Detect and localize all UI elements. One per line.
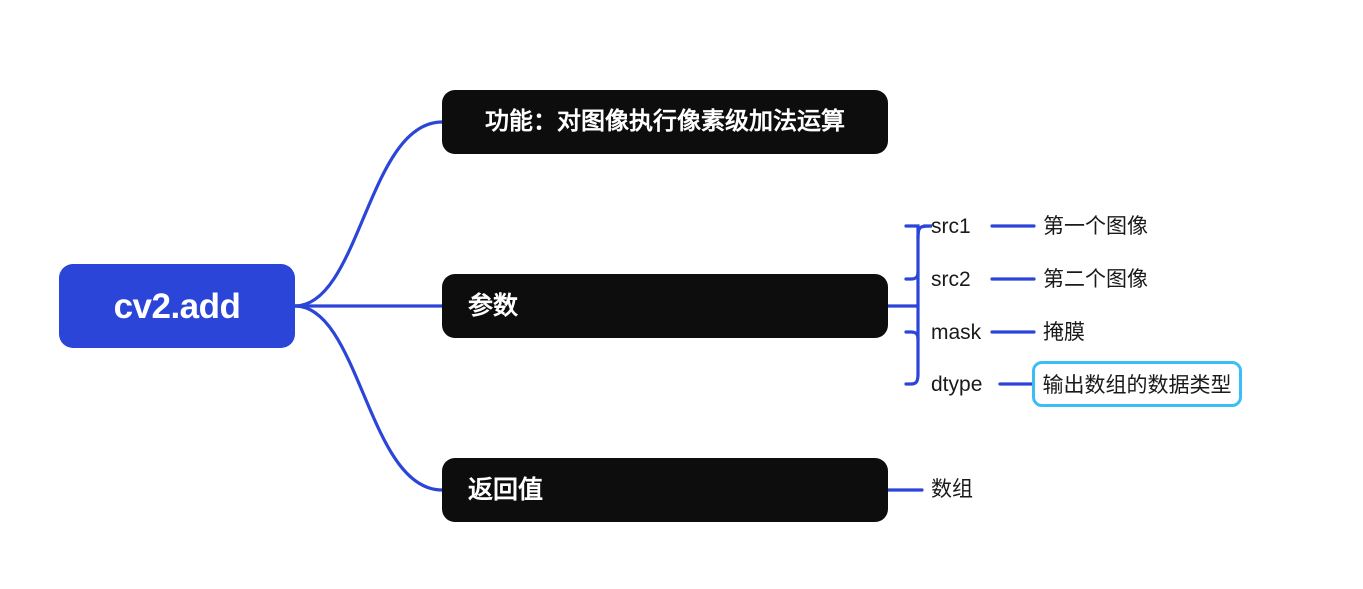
branch-node-feature[interactable]: 功能：对图像执行像素级加法运算	[442, 90, 888, 154]
edge-param-src2	[904, 270, 920, 281]
branch-node-params-label: 参数	[468, 291, 519, 320]
leaf-param-mask[interactable]: mask	[931, 321, 982, 344]
branch-node-params[interactable]: 参数	[442, 274, 888, 338]
root-node-label: cv2.add	[113, 286, 241, 326]
edge-root-feature	[293, 120, 444, 308]
edge-param-src1	[916, 224, 933, 240]
leaf-param-mask-value[interactable]: 掩膜	[1043, 321, 1085, 344]
leaf-param-dtype[interactable]: dtype	[931, 373, 983, 396]
edge-param-mask	[904, 330, 920, 341]
edge-param-dtype	[904, 372, 920, 386]
leaf-param-src2[interactable]: src2	[931, 268, 971, 291]
leaf-param-src1-value[interactable]: 第一个图像	[1043, 215, 1148, 238]
root-node[interactable]: cv2.add	[59, 264, 295, 348]
leaf-param-dtype-value: 输出数组的数据类型	[1042, 374, 1232, 397]
edge-param-src1-b	[904, 224, 920, 240]
leaf-param-dtype-value-selected[interactable]: 输出数组的数据类型	[1032, 361, 1242, 407]
branch-node-feature-label: 功能：对图像执行像素级加法运算	[485, 108, 845, 135]
edge-root-return	[293, 304, 444, 492]
branch-node-return[interactable]: 返回值	[442, 458, 888, 522]
leaf-return-value[interactable]: 数组	[931, 478, 973, 501]
branch-node-return-label: 返回值	[468, 475, 544, 504]
leaf-param-src1[interactable]: src1	[931, 215, 971, 238]
leaf-param-src2-value[interactable]: 第二个图像	[1043, 268, 1148, 291]
